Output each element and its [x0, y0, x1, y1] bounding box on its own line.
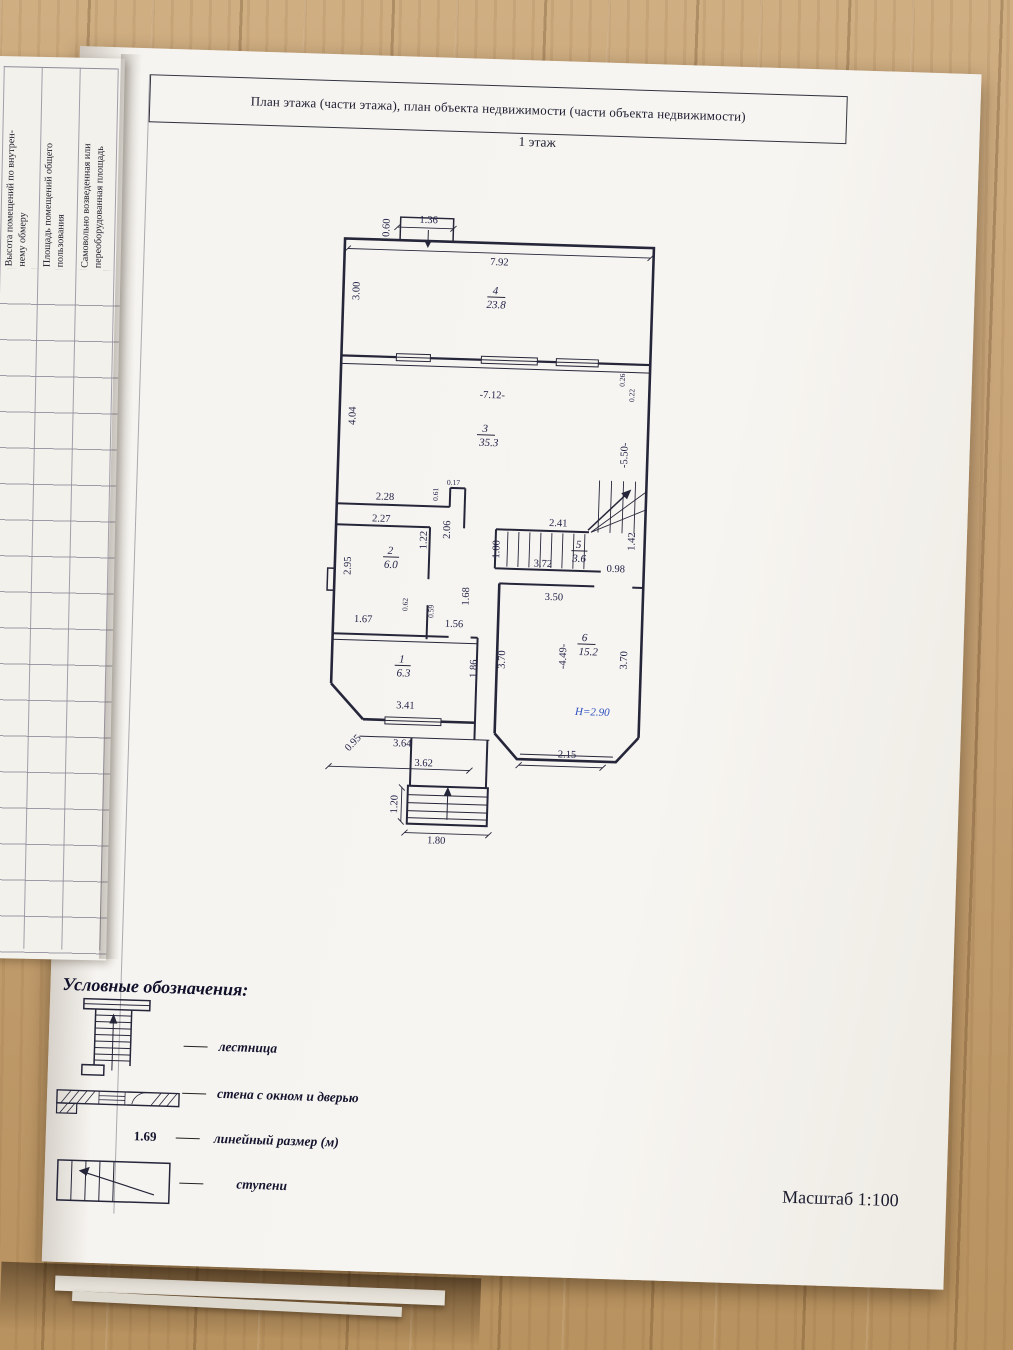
dim-label: 3.41 — [396, 700, 415, 712]
room-3-area: 35.3 — [478, 437, 499, 450]
dim-label: 3.00 — [351, 281, 363, 300]
dim-label: 3.70 — [497, 650, 509, 669]
dim-label: -4.49- — [558, 643, 570, 669]
dim-label: 1.36 — [419, 215, 438, 227]
legend-dash — [183, 1045, 208, 1048]
dim-label: 0.22 — [627, 389, 636, 403]
dim-label: 0.98 — [606, 564, 625, 576]
room-5-number: 5 — [576, 539, 582, 551]
room-1-number: 1 — [399, 653, 405, 665]
room-6-number: 6 — [582, 632, 588, 644]
steps-legend-icon — [55, 1159, 171, 1205]
legend-dash — [175, 1137, 200, 1140]
floor-plan-page: План этажа (части этажа), план объекта н… — [41, 46, 982, 1290]
dim-label: -5.50- — [619, 442, 631, 468]
table-header-height: Высота помещений по внутрен- нему обмеру — [3, 129, 29, 267]
legend-label-stairs: лестница — [218, 1038, 278, 1056]
scale-label: Масштаб 1:100 — [781, 1186, 900, 1211]
dim-label: 7.92 — [490, 257, 509, 269]
legend-label-wall: стена с окном и дверью — [216, 1085, 359, 1106]
dim-label: 1.42 — [626, 532, 638, 551]
dim-label: 2.41 — [549, 518, 568, 530]
dim-label: 3.62 — [414, 758, 433, 770]
dim-label: 2.28 — [376, 492, 395, 504]
room-4-area: 23.8 — [486, 299, 506, 312]
dim-label: 1.67 — [354, 614, 373, 626]
legend-dash — [182, 1092, 207, 1095]
legend-sample-dimension: 1.69 — [133, 1128, 157, 1144]
page-title: План этажа (части этажа), план объекта н… — [250, 93, 747, 124]
legend-label-steps: ступени — [236, 1176, 288, 1194]
room-2-number: 2 — [387, 545, 393, 557]
legend-label-dimension: линейный размер (м) — [213, 1130, 340, 1150]
room-6-area: 15.2 — [578, 646, 598, 659]
ceiling-height-note: H=2.90 — [574, 706, 610, 719]
dim-label: 1.80 — [427, 835, 446, 847]
stairs-legend-icon — [80, 997, 151, 1077]
dim-label: 0.60 — [381, 218, 393, 237]
plan-arrowheads — [424, 239, 632, 797]
dim-label: 1.86 — [468, 659, 480, 678]
room-5-area: 3.6 — [571, 553, 587, 565]
room-2-area: 6.0 — [384, 559, 399, 571]
dim-label: 1.22 — [418, 531, 430, 550]
dim-label: 1.00 — [491, 540, 503, 559]
dim-label: 3.72 — [534, 559, 553, 571]
room-4-number: 4 — [493, 285, 499, 297]
dim-label: 0.62 — [400, 598, 409, 612]
dim-label: 0.26 — [618, 373, 627, 387]
dim-label: 0.17 — [447, 478, 461, 487]
table-header-unauthorized: Самовольно возведенная или переоборудова… — [79, 143, 107, 269]
dim-label: 1.68 — [461, 587, 473, 606]
room-3-number: 3 — [481, 423, 488, 435]
dim-label: 4.04 — [347, 406, 359, 425]
dim-label: 2.95 — [343, 556, 355, 575]
dim-label: 2.27 — [372, 513, 391, 525]
dim-label: 2.15 — [558, 749, 577, 761]
floor-plan-drawing: 1.36 7.92 -7.12- 0.17 2.28 2.27 2.41 3.7… — [325, 215, 656, 847]
table-header-common-area: Площадь помещений общего пользования — [41, 142, 67, 268]
wall-window-door-legend-icon — [55, 1089, 180, 1115]
dim-label: 3.70 — [619, 651, 631, 670]
dim-label: -7.12- — [479, 390, 505, 402]
walls — [325, 216, 656, 839]
dim-label: 1.56 — [445, 619, 464, 631]
dim-label: 1.20 — [389, 795, 401, 814]
dim-label: 2.06 — [442, 520, 454, 539]
dim-label: 0.59 — [426, 604, 435, 618]
dim-label: 3.64 — [393, 738, 412, 750]
dim-label: 0.61 — [431, 487, 440, 501]
dim-label: 3.50 — [545, 592, 564, 604]
room-1-area: 6.3 — [396, 667, 411, 679]
